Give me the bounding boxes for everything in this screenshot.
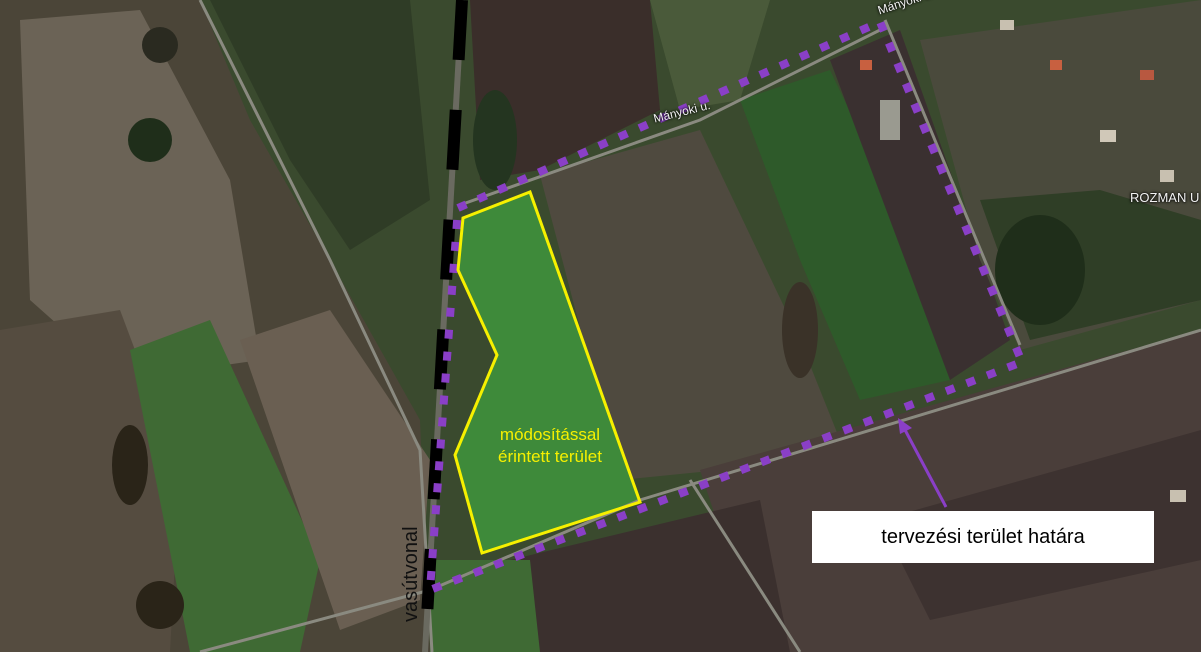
tree-cluster — [473, 90, 517, 190]
railway-label: vasútvonal — [400, 526, 422, 622]
field-north-dark — [470, 0, 660, 180]
road — [688, 479, 802, 652]
field-southwest — [0, 310, 180, 652]
building — [880, 100, 900, 140]
field-center-green — [740, 70, 950, 400]
building — [1100, 130, 1116, 142]
callout-arrow-line — [902, 427, 948, 508]
field-green-strip — [130, 320, 320, 652]
planning-boundary — [425, 16, 1028, 597]
road-manyoki — [459, 28, 881, 207]
affected-area-label-line-1: módosítással — [499, 425, 601, 444]
field-mid-brown — [240, 310, 430, 630]
field-south-green — [430, 560, 540, 652]
tree-cluster — [142, 27, 178, 63]
road — [883, 19, 1022, 346]
railway-track — [422, 0, 465, 652]
road — [199, 588, 431, 652]
tree-cluster — [128, 118, 172, 162]
building — [1000, 20, 1014, 30]
building — [1140, 70, 1154, 80]
tree-cluster — [995, 215, 1085, 325]
field-northwest-dark — [210, 0, 430, 250]
boundary-callout: tervezési terület határa — [812, 511, 1154, 563]
affected-area-field — [455, 192, 640, 553]
boundary-callout-text: tervezési terület határa — [881, 525, 1085, 548]
callout-arrow-head — [898, 418, 912, 434]
field-south — [510, 500, 790, 652]
field-west-light — [20, 10, 260, 380]
building — [860, 60, 872, 70]
building — [1170, 490, 1186, 502]
affected-area-outline — [453, 190, 642, 555]
affected-area-label: módosítással érintett terület — [470, 424, 630, 468]
affected-area-label-line-2: érintett terület — [498, 447, 602, 466]
field-center-brown — [540, 130, 840, 480]
building — [1050, 60, 1062, 70]
tree-cluster — [112, 425, 148, 505]
street-label-rozman: ROZMAN U — [1130, 190, 1200, 205]
building — [1160, 170, 1174, 182]
tree-cluster — [782, 282, 818, 378]
field-east-dark — [830, 30, 1010, 380]
tree-cluster — [136, 581, 184, 629]
